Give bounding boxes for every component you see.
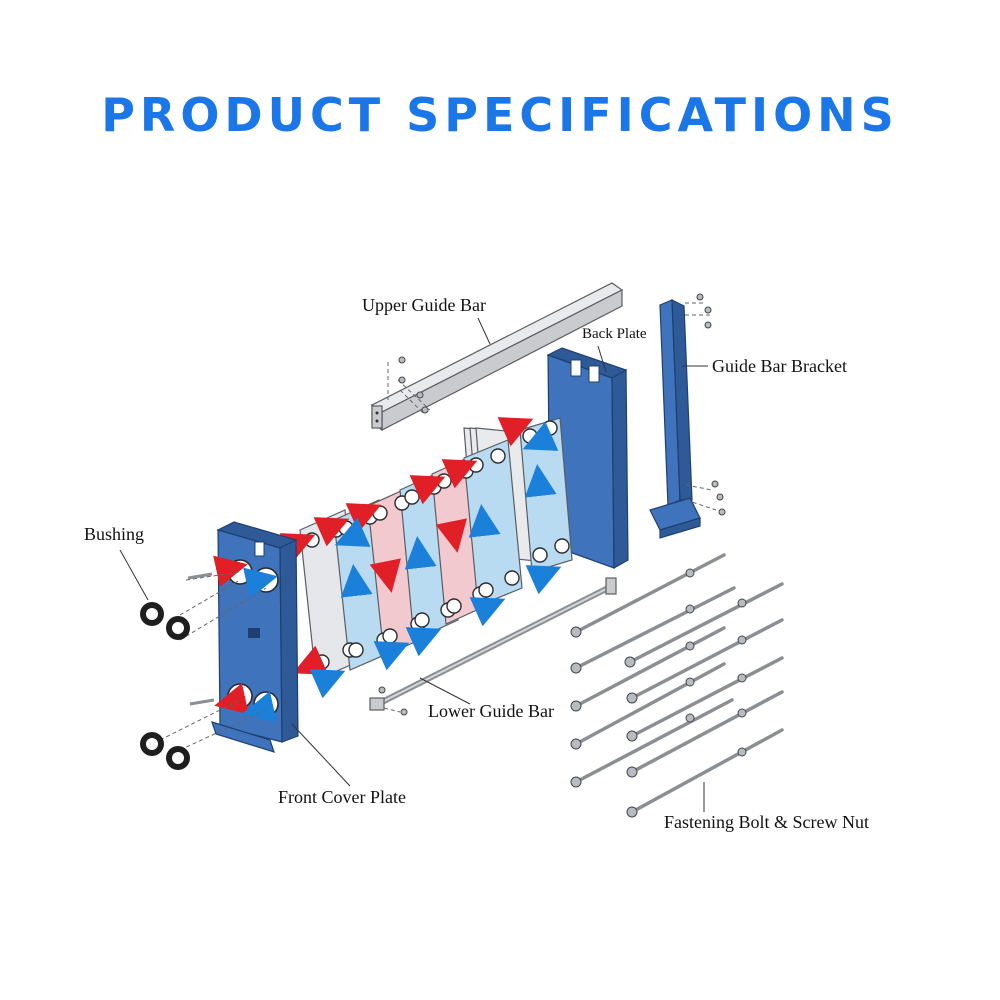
label-lower-guide-bar: Lower Guide Bar: [428, 701, 554, 721]
upper-guide-bar: [370, 282, 624, 432]
label-guide-bar-bracket: Guide Bar Bracket: [712, 356, 847, 376]
flow-arrows: [279, 417, 562, 699]
bushings: [140, 602, 190, 770]
page-title: PRODUCT SPECIFICATIONS: [101, 88, 899, 142]
leader-lines: [119, 317, 708, 812]
label-bushing: Bushing: [84, 524, 144, 544]
label-fastening-bolt: Fastening Bolt & Screw Nut: [664, 812, 869, 832]
lower-guide-bar: [369, 577, 617, 716]
front-cover-plate: [159, 521, 299, 753]
fastening-bolts: [570, 553, 784, 818]
guide-bar-bracket: [649, 293, 726, 539]
label-front-cover-plate: Front Cover Plate: [278, 787, 406, 807]
label-upper-guide-bar: Upper Guide Bar: [362, 295, 486, 315]
heat-transfer-plates: [299, 417, 573, 681]
label-back-plate: Back Plate: [582, 326, 647, 342]
back-plate: [546, 347, 629, 570]
